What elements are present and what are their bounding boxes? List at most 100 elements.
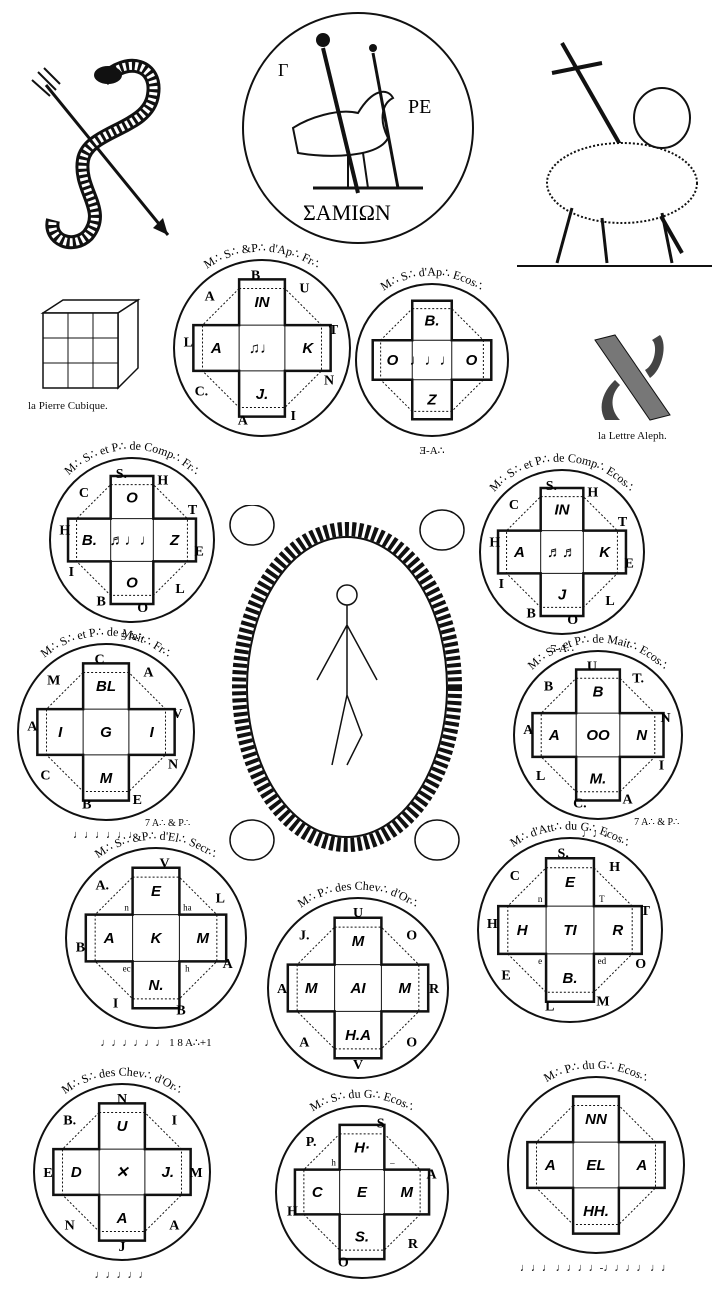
corner-letter: T [599, 894, 605, 904]
seal-title: M∴ S∴ du G∴ Ecos∴ [307, 1087, 417, 1115]
ring-letter: V [159, 856, 169, 871]
cell-right: R [612, 922, 623, 939]
ring-letter: J [119, 1240, 126, 1255]
ring-letter: N [65, 1218, 75, 1233]
ring-letter: O [338, 1256, 349, 1271]
ring-letter: L [536, 769, 545, 784]
cell-center: ♩♩♩ [410, 352, 455, 369]
ring-letter: O [635, 957, 646, 972]
ring-letter: J. [299, 928, 310, 943]
snake-arrow-icon [28, 50, 178, 250]
cell-left: A [103, 930, 115, 947]
ring-letter: C. [195, 384, 209, 399]
cell-top: O [126, 489, 138, 506]
ring-letter: I [659, 759, 664, 774]
ring-letter: H [487, 917, 498, 932]
medallion-bottom-text: ΣΑΜΙΩΝ [303, 200, 391, 225]
seal-title: M∴ S∴ d'Ap∴ Ecos∴ [378, 265, 487, 294]
cell-right: O [466, 352, 478, 369]
cube-caption: la Pierre Cubique. [28, 400, 108, 412]
cell-center: G [100, 724, 112, 741]
ring-letter: N [117, 1092, 127, 1107]
seal-title: M∴ P∴ du G∴ Ecos∴ [541, 1058, 651, 1085]
cell-right: Z [169, 532, 180, 549]
ring-letter: L [184, 336, 193, 351]
ring-letter: H [157, 473, 168, 488]
ring-letter: I [499, 577, 504, 592]
ring-letter: A [426, 1167, 437, 1182]
ring-letter: O [406, 928, 417, 943]
ring-letter: H [287, 1205, 298, 1220]
ring-letter: B [76, 941, 85, 956]
cell-top: E [565, 874, 576, 891]
ring-letter: L [605, 594, 614, 609]
cell-bottom: A [116, 1210, 128, 1227]
dancing-woman-wreath-icon [222, 505, 472, 870]
aleph-icon [590, 330, 680, 425]
cell-center: EL [586, 1157, 605, 1174]
cell-bottom: B. [563, 970, 578, 987]
ring-letter: U [299, 281, 309, 296]
seal-title: M∴ S∴ &P∴ d'El∴ Secr∴ [92, 829, 220, 861]
corner-letter: h [331, 1158, 336, 1168]
ring-letter: H [489, 535, 500, 550]
ring-letter: S. [116, 467, 127, 482]
cell-right: M [197, 930, 210, 947]
ring-letter: E [133, 793, 142, 808]
corner-letter: n [124, 903, 129, 913]
seal-footer: ♩♩♩ ♩♩♩♩-♩♩♩♩ ♩♩ [520, 1262, 672, 1274]
seal-title: M∴ S∴ et P∴ de Mait∴ Fr∴ [38, 625, 175, 661]
ring-letter: H [59, 523, 70, 538]
ring-letter: I [172, 1114, 177, 1129]
cell-right: N [636, 727, 648, 744]
seal-title: M∴ d'Att∴ du G∴ Ecos∴ [507, 819, 632, 850]
ring-letter: A [27, 720, 38, 735]
lamb-cross-icon [512, 38, 717, 273]
cell-left: D [71, 1164, 82, 1181]
cell-center: AI [350, 980, 367, 997]
ring-letter: C [94, 652, 104, 667]
cell-left: M [305, 980, 318, 997]
ring-letter: V [353, 1058, 363, 1073]
cell-center: TI [563, 922, 577, 939]
cell-bottom: N. [149, 977, 164, 994]
cell-center: ✕ [116, 1164, 130, 1181]
ring-letter: B [176, 1004, 185, 1019]
seal-footer: Ǝ-A∴ [419, 445, 444, 457]
cell-top: B [593, 683, 604, 700]
ring-letter: A [623, 792, 634, 807]
ring-letter: A [299, 1036, 310, 1051]
cell-center: ♫♩ [249, 340, 275, 357]
ring-letter: T [618, 515, 628, 530]
ring-letter: T [641, 904, 651, 919]
corner-letter: ec [123, 963, 131, 973]
ring-letter: S [377, 1116, 385, 1131]
ring-letter: A [238, 413, 249, 428]
ring-letter: T. [632, 672, 644, 687]
seal-8: M∴ P∴ des Chev∴ d'Or∴MH.AMMAIJ.UOROVAA [238, 868, 478, 1108]
cell-left: A [210, 340, 222, 357]
seal-12: M∴ P∴ du G∴ Ecos∴NNHH.AAEL♩♩♩ ♩♩♩♩-♩♩♩♩ … [478, 1047, 714, 1283]
seal-10: M∴ S∴ des Chev∴ d'Or∴UADJ.✕B.NIMAJNE♩♩♩♩… [4, 1054, 240, 1290]
cell-left: B. [82, 532, 97, 549]
ring-letter: A [169, 1218, 180, 1233]
cell-bottom: J [558, 587, 567, 604]
ring-letter: P. [306, 1135, 317, 1150]
cell-center: OO [586, 727, 610, 744]
ring-letter: L [545, 999, 554, 1014]
ring-letter: A [223, 957, 234, 972]
ring-letter: E [43, 1166, 52, 1181]
ring-letter: C [40, 768, 50, 783]
cell-top: H· [354, 1139, 370, 1156]
ring-letter: L [175, 582, 184, 597]
cube-icon [38, 298, 143, 393]
ring-letter: V [172, 707, 182, 722]
cell-left: C [312, 1184, 324, 1201]
cell-bottom: J. [256, 386, 269, 403]
ring-letter: C [510, 869, 520, 884]
cell-top: E [151, 883, 162, 900]
cell-left: A [513, 544, 525, 561]
